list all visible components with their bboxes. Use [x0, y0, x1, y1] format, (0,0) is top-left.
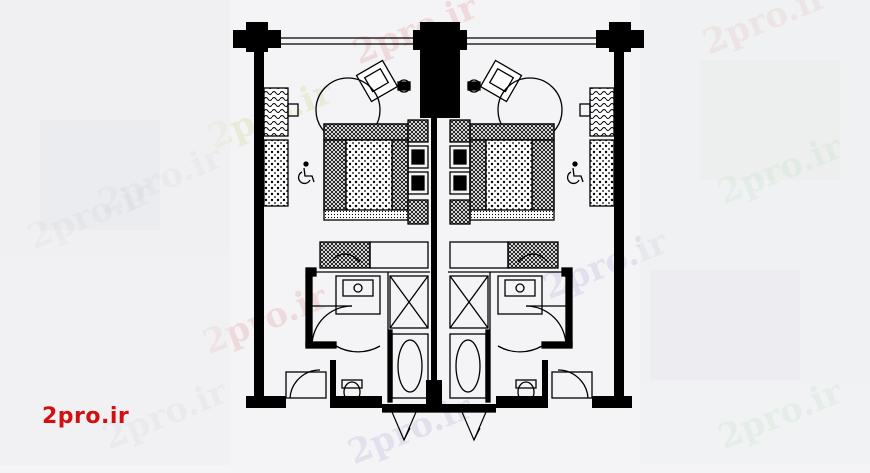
entry-doors	[382, 411, 496, 442]
site-logo: 2pro.ir	[42, 404, 130, 429]
exterior-walls	[233, 22, 644, 412]
left-room	[263, 59, 430, 403]
wheelchair-icon	[298, 161, 315, 184]
wheelchair-icon	[567, 161, 584, 184]
right-room	[448, 59, 615, 403]
party-wall	[426, 118, 442, 408]
window-glazing	[281, 37, 596, 45]
